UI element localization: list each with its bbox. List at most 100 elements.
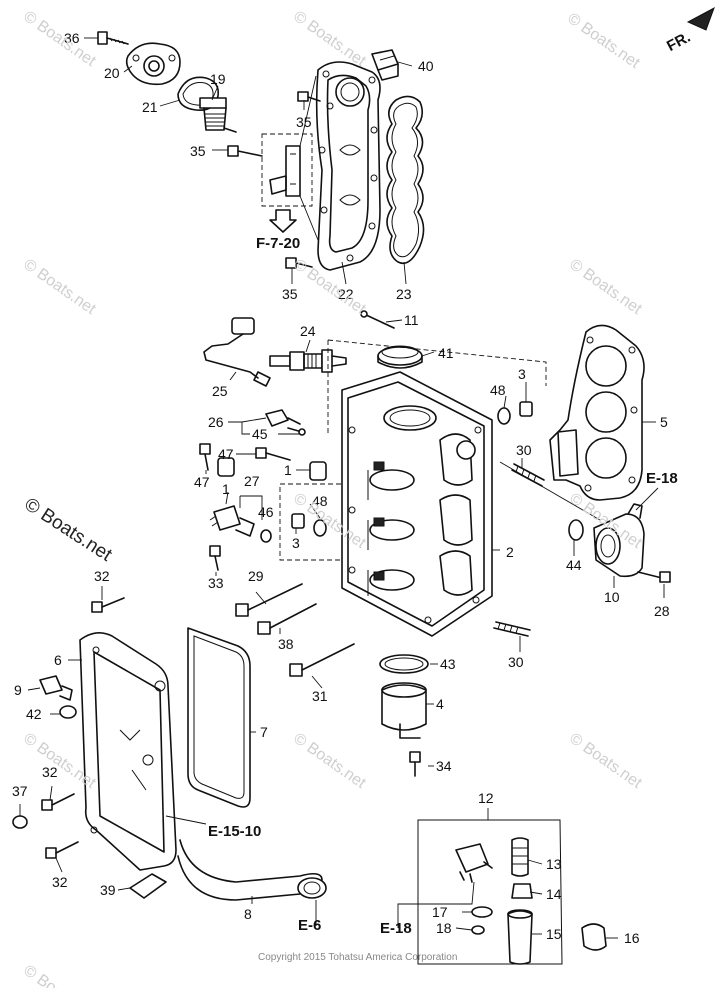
exhaust-cover-gasket-7 [187,627,251,808]
water-fitting-10 [593,503,645,578]
callout-3: 3 [292,535,300,551]
bolt-32-bottom [45,841,79,859]
callout-7: 7 [260,724,268,740]
reference-e-15-10[interactable]: E-15-10 [208,823,262,840]
callout-26: 26 [208,414,224,430]
cylinder-head-cover-22 [315,61,381,271]
callout-19: 19 [210,71,226,87]
reference-e-18[interactable]: E-18 [380,920,412,937]
callout-48: 48 [312,493,328,509]
callout-30: 30 [516,442,532,458]
anode-9 [39,675,73,701]
callout-10: 10 [604,589,620,605]
exhaust-cover-6 [79,632,177,871]
gasket-42 [59,705,77,719]
callout-33: 33 [208,575,224,591]
thermostat-cover-20 [125,42,181,86]
callout-28: 28 [654,603,670,619]
cylinder-head-gasket-5 [549,324,645,501]
bolt-32-mid [41,793,75,811]
callout-45: 45 [252,426,268,442]
bolt-28 [637,571,671,583]
sensor-26 [265,409,306,436]
callout-32: 32 [52,874,68,890]
sleeve-4 [381,682,427,739]
o-ring-44 [568,519,584,541]
bolt-33 [209,545,221,571]
reference-f-7-20[interactable]: F-7-20 [256,235,301,252]
callout-34: 34 [436,758,452,774]
callout-17: 17 [432,904,448,920]
callout-41: 41 [438,345,454,361]
callout-9: 9 [14,682,22,698]
thermostat-gasket-21 [177,76,220,112]
callout-21: 21 [142,99,158,115]
callout-35: 35 [190,143,206,159]
bolt-34 [409,751,421,777]
callout-46: 46 [258,504,274,520]
bolt-47-lower [199,443,211,471]
fuel-filter-group-12 [417,819,563,965]
callout-18: 18 [436,920,452,936]
callout-31: 31 [312,688,328,704]
copyright-text: Copyright 2015 Tohatsu America Corporati… [258,952,458,963]
callout-42: 42 [26,706,42,722]
hose-8 [177,839,327,901]
callout-1: 1 [284,462,292,478]
stud-30-lower [493,621,531,637]
callout-11: 11 [404,312,419,328]
cap-37 [12,815,28,829]
cap-16 [581,923,607,951]
callout-36: 36 [64,30,80,46]
callout-22: 22 [338,286,354,302]
callout-43: 43 [440,656,456,672]
callout-20: 20 [104,65,120,81]
reference-e-6[interactable]: E-6 [298,917,322,934]
o-ring-46 [260,529,272,543]
reference-arrow-icon [269,209,297,233]
callout-30: 30 [508,654,524,670]
callout-1: 1 [222,481,230,497]
bolt-47-upper [255,447,291,461]
bracket-39 [129,873,167,899]
bolt-35-left [227,145,263,157]
callout-47: 47 [194,474,210,490]
callout-14: 14 [546,886,562,902]
bolt-35-top [297,91,321,102]
callout-38: 38 [278,636,294,652]
callout-27: 27 [244,473,260,489]
callout-15: 15 [546,926,562,942]
callout-32: 32 [42,764,58,780]
callout-39: 39 [100,882,116,898]
front-arrow-icon [686,6,715,31]
callout-35: 35 [296,114,312,130]
bolt-29 [235,583,303,617]
callout-24: 24 [300,323,316,339]
bolt-32-top [91,597,125,613]
callout-13: 13 [546,856,562,872]
collar-1 [217,457,327,481]
plug-3-right [497,401,533,425]
thermo-sender-40 [371,49,399,81]
callout-40: 40 [418,58,434,74]
callout-23: 23 [396,286,412,302]
callout-37: 37 [12,783,28,799]
callout-2: 2 [506,544,514,560]
sensor-27 [209,505,255,537]
bolt-38 [257,603,317,635]
plug-3-left [291,513,327,537]
callout-44: 44 [566,557,582,573]
callout-12: 12 [478,790,494,806]
thermostat-bolt-36 [97,31,129,45]
o-ring-43 [379,654,429,674]
reference-e-18[interactable]: E-18 [646,470,678,487]
stud-30-upper [511,463,545,487]
callout-47: 47 [218,446,234,462]
callout-6: 6 [54,652,62,668]
callout-16: 16 [624,930,640,946]
callout-25: 25 [212,383,228,399]
thermostat-19 [199,97,237,133]
callout-5: 5 [660,414,668,430]
